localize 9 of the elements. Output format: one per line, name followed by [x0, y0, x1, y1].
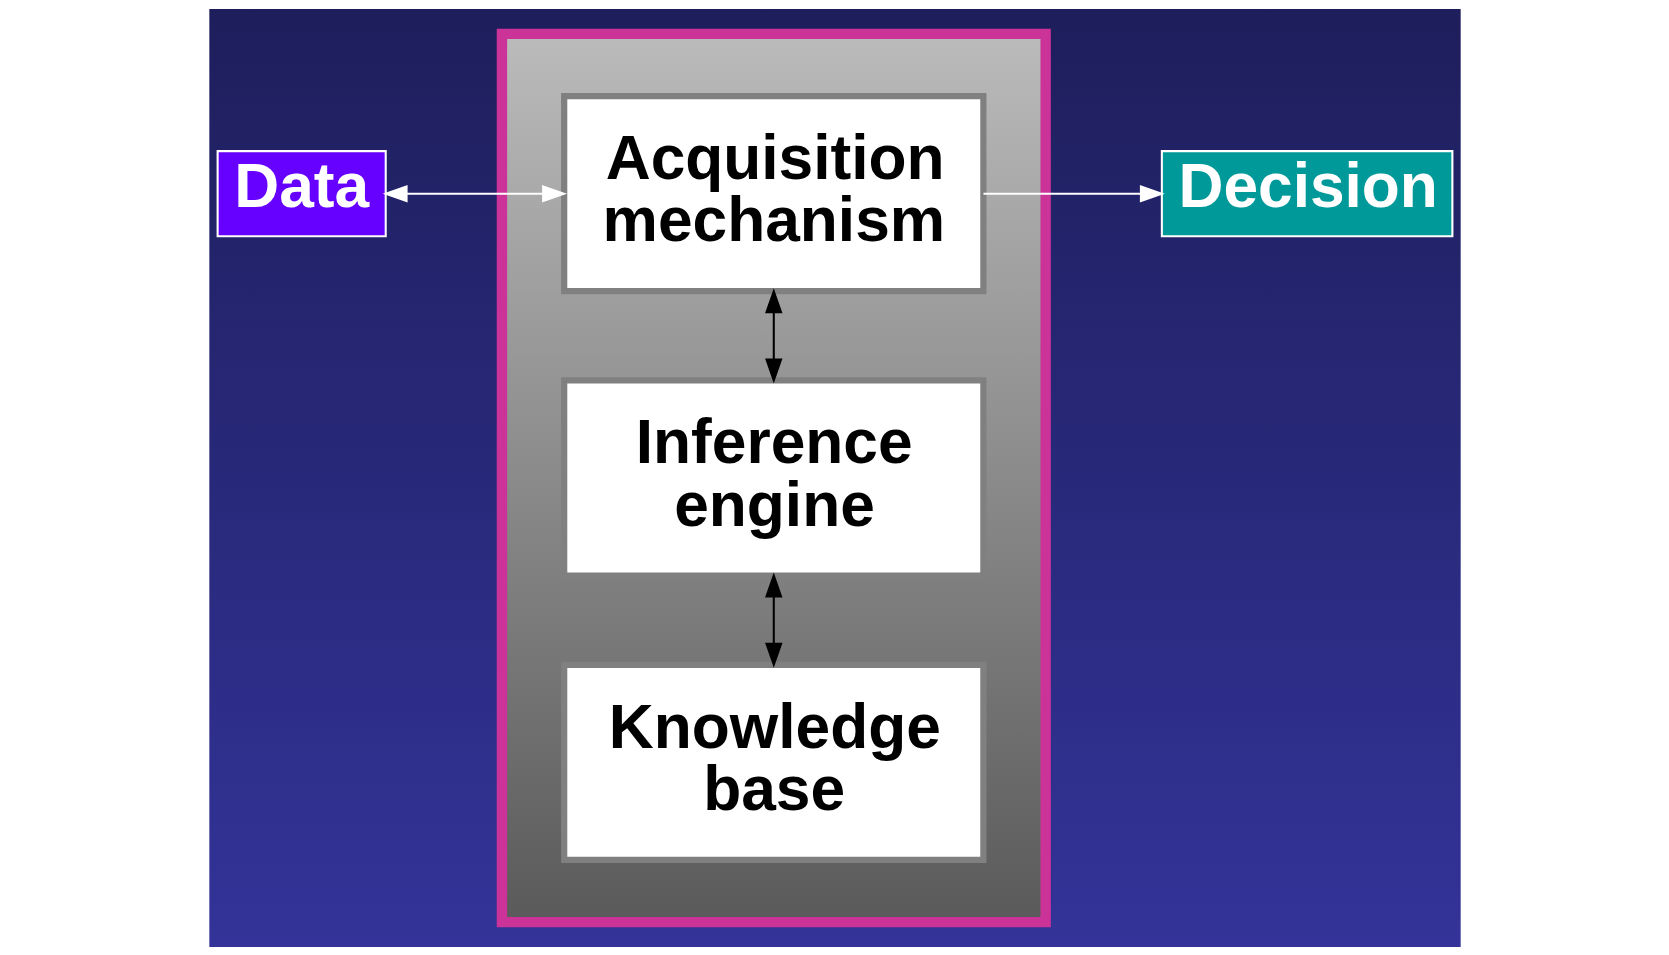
arrow [764, 287, 782, 383]
arrow [764, 572, 782, 668]
node-box: Knowledge base [560, 661, 986, 863]
node-box: Acquisition mechanism [560, 92, 986, 294]
arrow [382, 184, 567, 202]
cluster [496, 28, 1051, 927]
node-box: Data [216, 149, 387, 237]
arrow [983, 184, 1165, 202]
node-box: Decision [1160, 149, 1453, 237]
